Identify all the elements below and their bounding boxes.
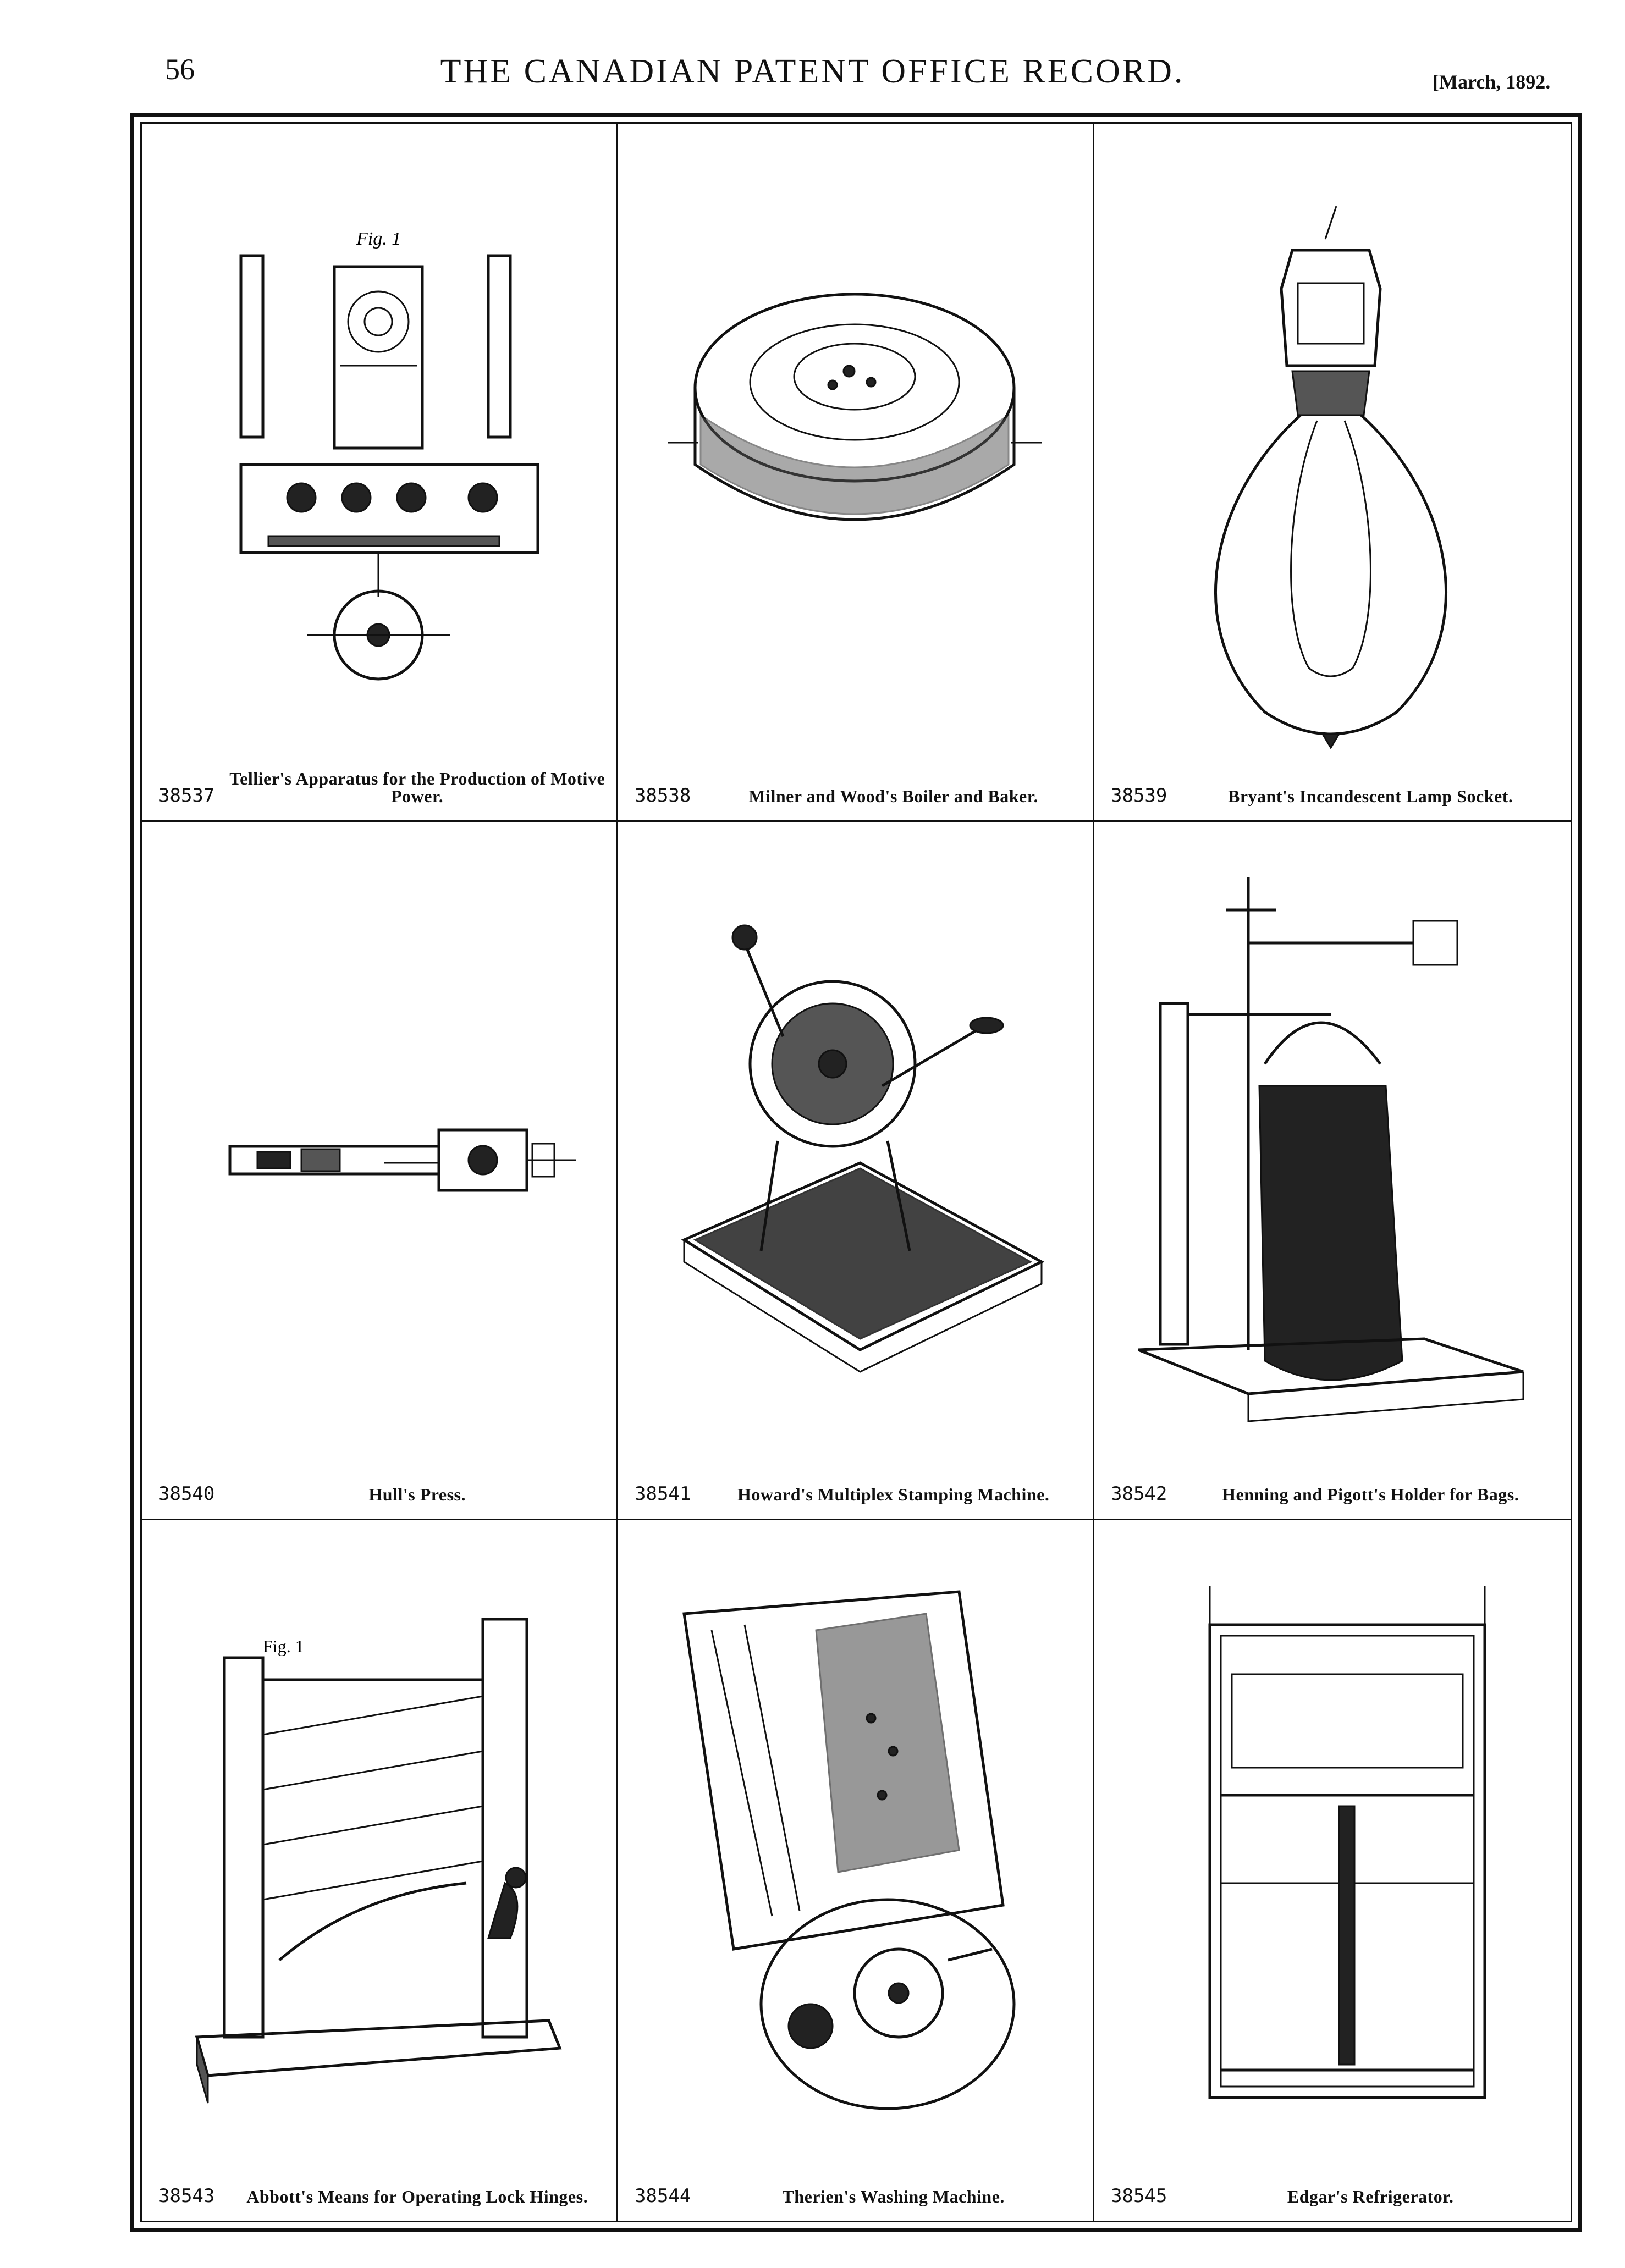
patent-caption: 38540 Hull's Press. (158, 1485, 605, 1503)
figure-label: Fig. 1 (356, 229, 401, 249)
stamping-machine-illustration (651, 855, 1061, 1449)
bag-holder-illustration (1127, 855, 1538, 1449)
patent-cell-38543: Fig. 1 38543 Abbott's Means for Operatin… (142, 1520, 618, 2221)
boiler-and-baker-illustration (651, 157, 1061, 751)
patent-number: 38545 (1111, 2185, 1167, 2207)
patent-caption: 38537 Tellier's Apparatus for the Produc… (158, 770, 605, 805)
patent-number: 38541 (635, 1483, 691, 1505)
page-frame-inner (140, 122, 1572, 2222)
patent-number: 38544 (635, 2185, 691, 2207)
figure-label: Fig. 1 (263, 1636, 304, 1656)
patent-caption: 38538 Milner and Wood's Boiler and Baker… (635, 786, 1082, 805)
patent-title: Henning and Pigott's Holder for Bags. (1222, 1485, 1519, 1504)
washing-machine-illustration (651, 1553, 1061, 2147)
running-title: THE CANADIAN PATENT OFFICE RECORD. (440, 53, 1185, 90)
refrigerator-illustration (1127, 1553, 1538, 2147)
motive-power-apparatus-illustration: Fig. 1 (175, 157, 585, 751)
patent-cell-38541: 38541 Howard's Multiplex Stamping Machin… (618, 822, 1094, 1520)
patent-cell-38539: 38539 Bryant's Incandescent Lamp Socket. (1094, 124, 1571, 822)
patent-cell-38540: 38540 Hull's Press. (142, 822, 618, 1520)
patent-title: Abbott's Means for Operating Lock Hinges… (246, 2187, 588, 2206)
lamp-socket-illustration (1127, 157, 1538, 751)
patent-title: Edgar's Refrigerator. (1287, 2187, 1454, 2206)
patent-number: 38539 (1111, 785, 1167, 807)
patent-title: Tellier's Apparatus for the Production o… (229, 769, 605, 806)
press-illustration (175, 855, 585, 1449)
patent-title: Therien's Washing Machine. (782, 2187, 1005, 2206)
page-number: 56 (165, 53, 195, 86)
patent-title: Bryant's Incandescent Lamp Socket. (1228, 786, 1513, 806)
patent-grid: Fig. 1 38537 Tellier's Appa (142, 124, 1571, 2221)
patent-number: 38537 (158, 785, 215, 807)
patent-cell-38544: 38544 Therien's Washing Machine. (618, 1520, 1094, 2221)
patent-cell-38537: Fig. 1 38537 Tellier's Appa (142, 124, 618, 822)
patent-number: 38543 (158, 2185, 215, 2207)
patent-cell-38545: 38545 Edgar's Refrigerator. (1094, 1520, 1571, 2221)
patent-caption: 38541 Howard's Multiplex Stamping Machin… (635, 1485, 1082, 1503)
patent-caption: 38539 Bryant's Incandescent Lamp Socket. (1111, 786, 1560, 805)
patent-caption: 38543 Abbott's Means for Operating Lock … (158, 2187, 605, 2205)
patent-number: 38540 (158, 1483, 215, 1505)
patent-cell-38542: 38542 Henning and Pigott's Holder for Ba… (1094, 822, 1571, 1520)
patent-title: Hull's Press. (368, 1485, 466, 1504)
patent-caption: 38542 Henning and Pigott's Holder for Ba… (1111, 1485, 1560, 1503)
patent-caption: 38545 Edgar's Refrigerator. (1111, 2187, 1560, 2205)
patent-number: 38542 (1111, 1483, 1167, 1505)
lock-hinges-illustration: Fig. 1 (175, 1553, 585, 2147)
patent-caption: 38544 Therien's Washing Machine. (635, 2187, 1082, 2205)
patent-title: Milner and Wood's Boiler and Baker. (748, 786, 1038, 806)
patent-number: 38538 (635, 785, 691, 807)
issue-date: [March, 1892. (1433, 71, 1551, 93)
patent-cell-38538: 38538 Milner and Wood's Boiler and Baker… (618, 124, 1094, 822)
patent-title: Howard's Multiplex Stamping Machine. (737, 1485, 1050, 1504)
page-frame-outer (130, 113, 1582, 2232)
